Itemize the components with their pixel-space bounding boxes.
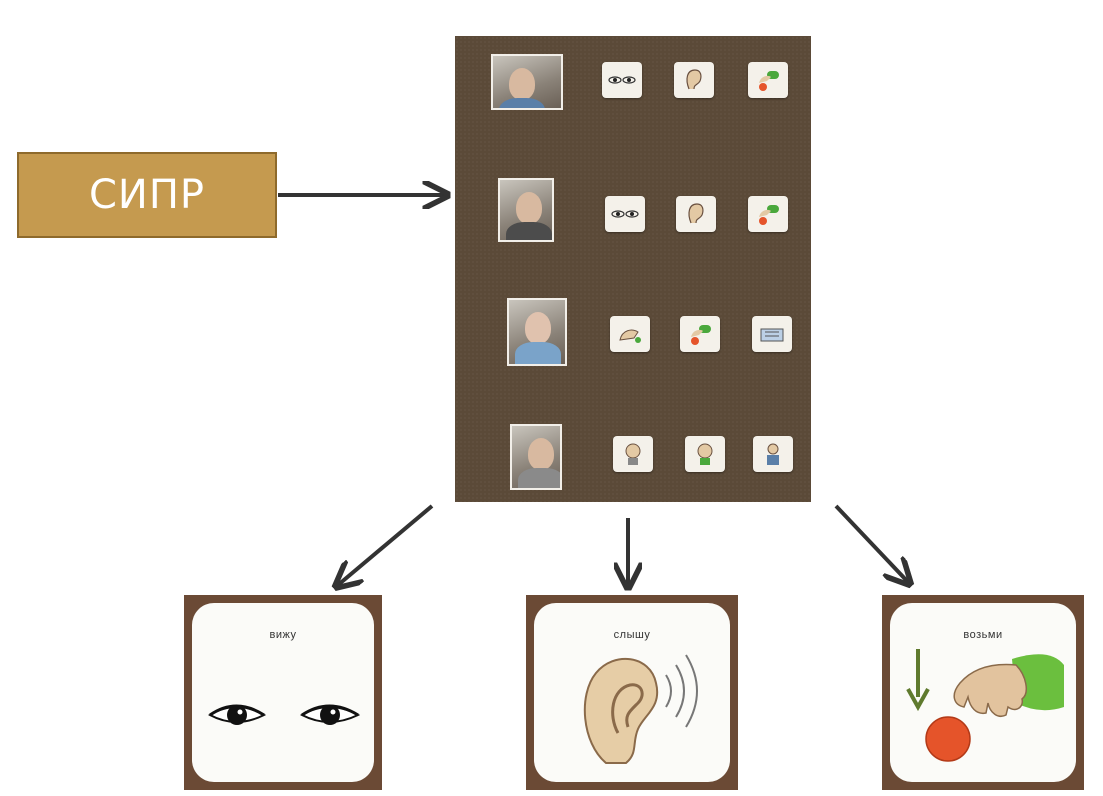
ear-icon xyxy=(676,196,716,232)
person-icon xyxy=(753,436,793,472)
eyes-icon xyxy=(602,62,642,98)
board-row xyxy=(455,178,811,258)
ear-icon xyxy=(674,62,714,98)
hand-take-icon xyxy=(748,62,788,98)
communication-board xyxy=(455,36,811,502)
card-hear-face: слышу xyxy=(534,603,730,782)
card-take-title: возьми xyxy=(963,629,1003,641)
person-photo xyxy=(498,178,554,242)
head-icon xyxy=(613,436,653,472)
card-take-face: возьми xyxy=(890,603,1076,782)
activity-icon xyxy=(752,316,792,352)
hand-take-icon xyxy=(680,316,720,352)
card-see-face: вижу xyxy=(192,603,374,782)
card-see: вижу xyxy=(184,595,382,790)
board-row xyxy=(455,54,811,134)
hand-take-icon xyxy=(748,196,788,232)
head-icon xyxy=(685,436,725,472)
sipr-label-text: СИПР xyxy=(88,172,206,218)
person-photo xyxy=(510,424,562,490)
ear-icon xyxy=(583,654,698,764)
card-see-title: вижу xyxy=(269,629,297,641)
board-row xyxy=(455,298,811,378)
arrow-to-card-see xyxy=(338,504,434,585)
hand-icon xyxy=(610,316,650,352)
person-photo xyxy=(507,298,567,366)
person-photo xyxy=(491,54,563,110)
eyes-icon xyxy=(605,196,645,232)
hand-take-icon xyxy=(906,649,1064,762)
board-row xyxy=(455,424,811,504)
card-take: возьми xyxy=(882,595,1084,790)
eyes-icon xyxy=(207,704,361,725)
sipr-label: СИПР xyxy=(17,152,277,238)
arrow-to-card-take xyxy=(834,504,908,582)
card-hear: слышу xyxy=(526,595,738,790)
card-hear-title: слышу xyxy=(613,629,651,641)
